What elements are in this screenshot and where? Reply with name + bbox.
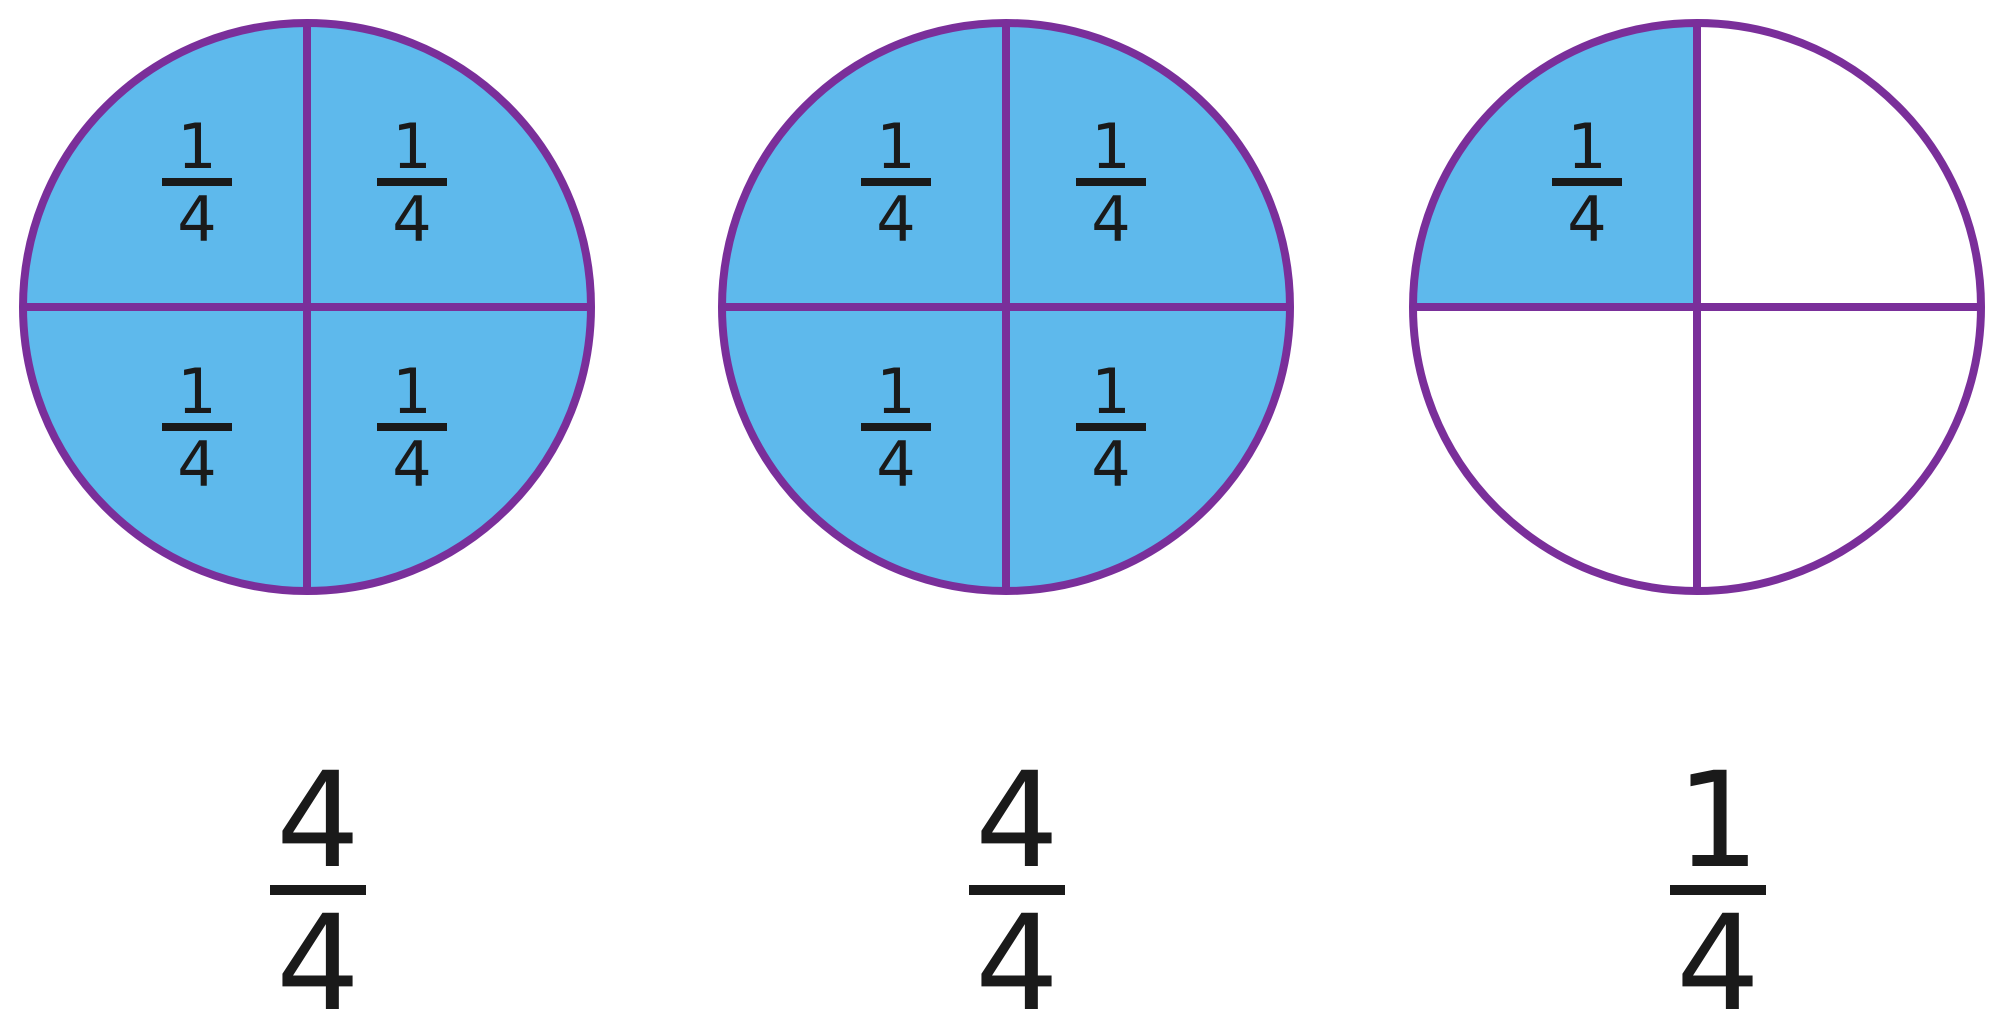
circle-2-quarter-top-right-label-denominator: 4 bbox=[1091, 183, 1130, 256]
circle-1-outline bbox=[19, 19, 595, 595]
circle-1-quarter-bottom-left bbox=[23, 307, 307, 591]
circle-2-outline bbox=[718, 19, 1294, 595]
circle-1-quarter-bottom-left-label: 14 bbox=[162, 355, 232, 501]
circle-2-quarter-top-left-label-bar bbox=[861, 178, 931, 186]
circle-2-quarter-bottom-right-label-numerator: 1 bbox=[1091, 355, 1130, 428]
circle-2-caption-denominator: 4 bbox=[975, 887, 1059, 1030]
circle-3-quarter-top-left bbox=[1413, 23, 1697, 307]
circle-2-quarter-top-left-label: 14 bbox=[861, 110, 931, 256]
circle-3-quarter-top-left-label-bar bbox=[1552, 178, 1622, 186]
circle-1-quarter-top-right-label-numerator: 1 bbox=[392, 110, 431, 183]
circle-2-quarter-bottom-left-label-denominator: 4 bbox=[876, 428, 915, 501]
circle-3-quarter-top-left-label: 14 bbox=[1552, 110, 1622, 256]
circle-1-quarter-top-right-label-denominator: 4 bbox=[392, 183, 431, 256]
circle-1-quarter-bottom-right-label-numerator: 1 bbox=[392, 355, 431, 428]
circle-3-outline bbox=[1409, 19, 1985, 595]
circle-2-quarter-bottom-left-label: 14 bbox=[861, 355, 931, 501]
circle-2-quarter-bottom-left bbox=[722, 307, 1006, 591]
circle-1-quarter-top-right-label-bar bbox=[377, 178, 447, 186]
circle-3-caption: 14 bbox=[1670, 744, 1766, 1030]
circle-3-quarter-top-left-label-denominator: 4 bbox=[1567, 183, 1606, 256]
circle-1-quarter-bottom-right-label-bar bbox=[377, 423, 447, 431]
circle-3-caption-numerator: 1 bbox=[1676, 744, 1760, 898]
circle-2-quarter-bottom-right-label-bar bbox=[1076, 423, 1146, 431]
circle-1-quarter-bottom-left-label-denominator: 4 bbox=[177, 428, 216, 501]
circle-2-quarter-bottom-right-label-denominator: 4 bbox=[1091, 428, 1130, 501]
circle-1-quarter-bottom-left-label-bar bbox=[162, 423, 232, 431]
circle-2-quarter-top-left-label-numerator: 1 bbox=[876, 110, 915, 183]
circle-3-quarter-top-right bbox=[1697, 23, 1981, 307]
circle-1-quarter-top-left-label: 14 bbox=[162, 110, 232, 256]
circle-2-caption: 44 bbox=[969, 744, 1065, 1030]
circle-3-quarter-bottom-right bbox=[1697, 307, 1981, 591]
circle-3-quarter-bottom-left bbox=[1413, 307, 1697, 591]
circle-2-quarter-top-right-label-bar bbox=[1076, 178, 1146, 186]
circle-2-quarter-top-right-label: 14 bbox=[1076, 110, 1146, 256]
circle-1-caption: 44 bbox=[270, 744, 366, 1030]
circle-2-caption-bar bbox=[969, 885, 1065, 895]
circle-3-caption-denominator: 4 bbox=[1676, 887, 1760, 1030]
circle-1-caption-bar bbox=[270, 885, 366, 895]
circle-1-quarter-top-left-label-denominator: 4 bbox=[177, 183, 216, 256]
circle-1-quarter-bottom-right bbox=[307, 307, 591, 591]
circle-3-caption-bar bbox=[1670, 885, 1766, 895]
circle-1-quarter-top-left-label-numerator: 1 bbox=[177, 110, 216, 183]
circle-2-quarter-top-right-label-numerator: 1 bbox=[1091, 110, 1130, 183]
circle-2-caption-numerator: 4 bbox=[975, 744, 1059, 898]
circle-1-caption-denominator: 4 bbox=[276, 887, 360, 1030]
circle-1-quarter-bottom-right-label: 14 bbox=[377, 355, 447, 501]
circle-1-quarter-top-right-label: 14 bbox=[377, 110, 447, 256]
circle-3-quarter-top-left-label-numerator: 1 bbox=[1567, 110, 1606, 183]
circle-2-quarter-bottom-right-label: 14 bbox=[1076, 355, 1146, 501]
circle-2-quarter-top-left-label-denominator: 4 bbox=[876, 183, 915, 256]
circle-2-quarter-top-left bbox=[722, 23, 1006, 307]
circle-2-quarter-bottom-left-label-numerator: 1 bbox=[876, 355, 915, 428]
circle-2-quarter-top-right bbox=[1006, 23, 1290, 307]
circle-1-caption-numerator: 4 bbox=[276, 744, 360, 898]
circle-1-quarter-top-left bbox=[23, 23, 307, 307]
circle-1-quarter-top-left-label-bar bbox=[162, 178, 232, 186]
circle-1-quarter-bottom-left-label-numerator: 1 bbox=[177, 355, 216, 428]
circle-1-quarter-top-right bbox=[307, 23, 591, 307]
circle-2-quarter-bottom-left-label-bar bbox=[861, 423, 931, 431]
circle-2-quarter-bottom-right bbox=[1006, 307, 1290, 591]
circle-1-quarter-bottom-right-label-denominator: 4 bbox=[392, 428, 431, 501]
